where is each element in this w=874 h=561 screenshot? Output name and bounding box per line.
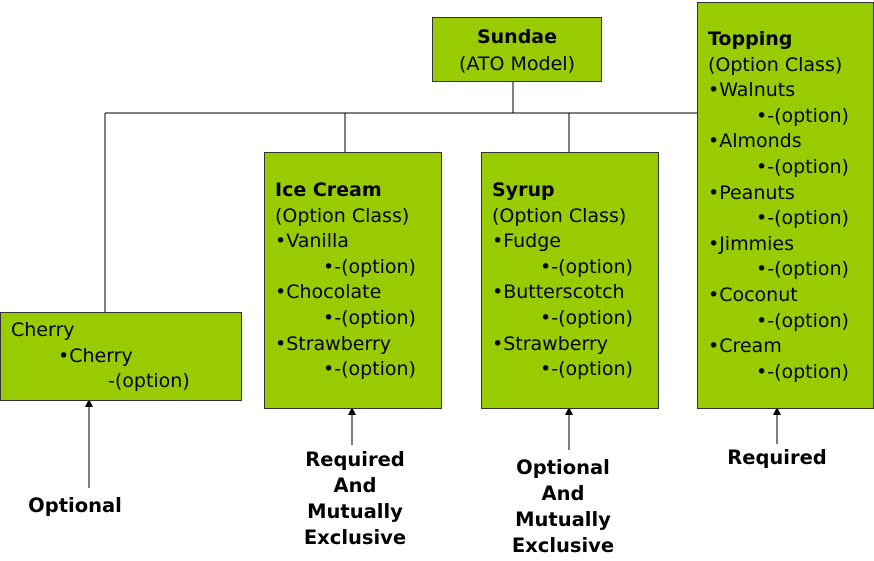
syrup-note-line: Mutually <box>515 508 611 531</box>
ice-cream-option: •-(option) <box>323 255 416 278</box>
cherry-note-label: Optional <box>28 494 122 517</box>
ice-cream-item: •Chocolate <box>275 281 382 304</box>
ice-cream-item: •Vanilla <box>275 230 349 253</box>
topping-note-label: Required <box>727 446 827 469</box>
syrup-item: •Butterscotch <box>492 281 625 304</box>
topping-item: •Jimmies <box>708 232 794 255</box>
topping-title: Topping <box>708 28 793 50</box>
syrup-note-line: And <box>541 482 585 505</box>
topping-item: •Cream <box>708 335 782 358</box>
topping-item: •Coconut <box>708 283 798 306</box>
ice-cream-note-line: Required <box>305 448 405 471</box>
ice-cream-note-label: Required And Mutually Exclusive <box>290 447 420 551</box>
topping-box: Topping (Option Class) •Walnuts •-(optio… <box>697 2 874 409</box>
ice-cream-option: •-(option) <box>323 358 416 381</box>
topping-option: •-(option) <box>756 155 849 178</box>
syrup-option: •-(option) <box>540 306 633 329</box>
syrup-option: •-(option) <box>540 255 633 278</box>
topping-item: •Walnuts <box>708 79 796 102</box>
ice-cream-title: Ice Cream <box>275 179 382 201</box>
cherry-item: •Cherry <box>58 344 133 367</box>
topping-option: •-(option) <box>756 360 849 383</box>
sundae-model-box: Sundae (ATO Model) <box>432 17 602 82</box>
cherry-option: -(option) <box>108 370 190 393</box>
ice-cream-note-line: Exclusive <box>303 526 407 549</box>
ice-cream-item: •Strawberry <box>275 332 391 355</box>
syrup-item: •Fudge <box>492 230 561 253</box>
topping-option: •-(option) <box>756 104 849 127</box>
ice-cream-option: •-(option) <box>323 306 416 329</box>
topping-subtitle: (Option Class) <box>708 53 843 76</box>
ice-cream-note-line: Mutually <box>307 500 403 523</box>
ice-cream-box: Ice Cream (Option Class) •Vanilla •-(opt… <box>264 152 442 409</box>
syrup-option: •-(option) <box>540 358 633 381</box>
topping-option: •-(option) <box>756 207 849 230</box>
ice-cream-note-line: And <box>333 474 377 497</box>
syrup-item: •Strawberry <box>492 332 608 355</box>
syrup-note-line: Exclusive <box>511 534 615 557</box>
topping-item: •Almonds <box>708 130 802 153</box>
ice-cream-subtitle: (Option Class) <box>275 204 410 227</box>
topping-option: •-(option) <box>756 309 849 332</box>
syrup-title: Syrup <box>492 179 555 201</box>
syrup-note-label: Optional And Mutually Exclusive <box>498 455 628 559</box>
topping-item: •Peanuts <box>708 181 795 204</box>
sundae-subtitle: (ATO Model) <box>459 53 575 75</box>
topping-option: •-(option) <box>756 258 849 281</box>
cherry-title: Cherry <box>11 319 75 341</box>
syrup-note-line: Optional <box>516 456 610 479</box>
sundae-title: Sundae <box>476 26 558 48</box>
syrup-box: Syrup (Option Class) •Fudge •-(option) •… <box>481 152 659 409</box>
syrup-subtitle: (Option Class) <box>492 204 627 227</box>
cherry-box: Cherry •Cherry -(option) <box>0 312 242 401</box>
